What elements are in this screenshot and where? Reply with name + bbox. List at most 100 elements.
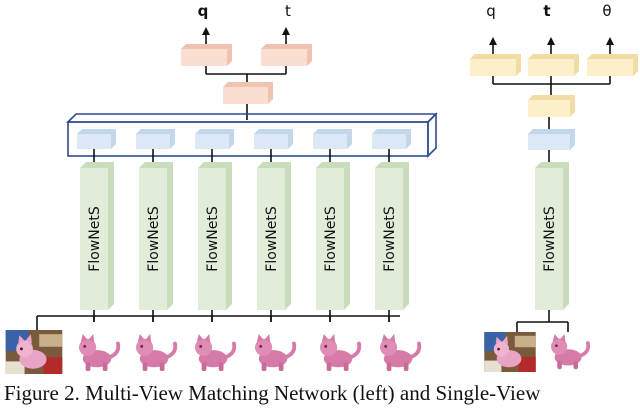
head-theta-right-face — [587, 59, 633, 76]
shared-fc-right — [528, 95, 575, 117]
feature-box-5 — [372, 129, 411, 149]
flownets-block-right — [535, 162, 569, 310]
kitten-render-icon-right — [549, 334, 591, 370]
feature-box-right-side — [570, 129, 575, 150]
flownets-label-0: FlowNetS — [87, 206, 103, 272]
shared-fc-right-side — [570, 95, 575, 117]
flownets-label-3: FlowNetS — [264, 206, 280, 272]
head-t-left-face — [261, 49, 307, 66]
flownets-block-3 — [257, 162, 291, 310]
flownets-block-5 — [375, 162, 409, 310]
flownets-block-2 — [198, 162, 232, 310]
flownets-block-3-top — [257, 162, 291, 168]
head-q-left-top — [181, 44, 232, 49]
feature-box-0 — [77, 129, 116, 149]
feature-box-3-top — [254, 129, 293, 134]
head-q-left-side — [227, 44, 232, 66]
feature-box-right — [528, 129, 575, 150]
head-q-right-top — [470, 54, 521, 59]
flownets-block-0-top — [80, 162, 114, 168]
flownets-label-5: FlowNetS — [382, 206, 398, 272]
flownets-label-4: FlowNetS — [323, 206, 339, 272]
flownets-label-2: FlowNetS — [205, 206, 221, 272]
feature-box-1 — [136, 129, 175, 149]
feature-box-3 — [254, 129, 293, 149]
feature-box-0-side — [111, 129, 116, 149]
feature-box-5-top — [372, 129, 411, 134]
feature-box-0-face — [77, 134, 111, 149]
concat-frame-side — [427, 112, 437, 158]
kitten-photo-icon-right — [484, 332, 536, 372]
feature-box-3-face — [254, 134, 288, 149]
kitten-render-icon-4 — [318, 334, 362, 372]
flownets-block-right-top — [535, 162, 569, 168]
head-theta-right-side — [633, 54, 638, 76]
flownets-block-3-face — [257, 168, 285, 310]
feature-box-3-side — [288, 129, 293, 149]
shared-fc-left — [223, 82, 273, 104]
flownets-block-4 — [316, 162, 350, 310]
feature-box-2-face — [195, 134, 229, 149]
flownets-block-4-top — [316, 162, 350, 168]
flownets-block-4-side — [344, 162, 350, 310]
head-theta-right-top — [587, 54, 638, 59]
kitten-render-icon-1 — [134, 334, 178, 372]
feature-box-4-face — [313, 134, 347, 149]
shared-fc-left-face — [223, 87, 268, 104]
output-q-right: q — [486, 2, 496, 20]
flownets-block-0-face — [80, 168, 108, 310]
flownets-block-5-face — [375, 168, 403, 310]
kitten-photo-icon — [5, 330, 63, 374]
feature-box-2-top — [195, 129, 234, 134]
flownets-block-1 — [139, 162, 173, 310]
figure-caption: Figure 2. Multi-View Matching Network (l… — [4, 381, 541, 405]
kitten-render-icon-0 — [77, 334, 121, 372]
flownets-label-1: FlowNetS — [146, 206, 162, 272]
flownets-block-2-top — [198, 162, 232, 168]
head-theta-right — [587, 54, 638, 76]
feature-box-5-face — [372, 134, 406, 149]
head-t-left-top — [261, 44, 312, 49]
arrow-theta-right-head — [606, 37, 614, 45]
output-q-left: q — [198, 2, 209, 20]
head-t-right-top — [528, 54, 579, 59]
head-q-right-face — [470, 59, 516, 76]
feature-box-right-face — [528, 134, 570, 150]
feature-box-4-top — [313, 129, 352, 134]
kitten-render-icon-5 — [378, 334, 422, 372]
shared-fc-right-top — [528, 95, 575, 100]
flownets-block-1-top — [139, 162, 173, 168]
output-t-left: t — [285, 2, 291, 20]
head-t-right-face — [528, 59, 574, 76]
flownets-block-4-face — [316, 168, 344, 310]
arrow-q-left-head — [202, 27, 210, 35]
output-t-right: t — [543, 2, 550, 20]
kitten-render-icon-3 — [253, 334, 297, 372]
arrow-q-right-head — [489, 37, 497, 45]
feature-box-5-side — [406, 129, 411, 149]
feature-box-2 — [195, 129, 234, 149]
flownets-block-5-top — [375, 162, 409, 168]
flownets-block-1-side — [167, 162, 173, 310]
head-t-left-side — [307, 44, 312, 66]
flownets-block-2-side — [226, 162, 232, 310]
shared-fc-right-face — [528, 100, 570, 117]
arrow-t-left-head — [282, 27, 290, 35]
flownets-block-5-side — [403, 162, 409, 310]
shared-fc-left-top — [223, 82, 273, 87]
head-t-right — [528, 54, 579, 76]
feature-box-0-top — [77, 129, 116, 134]
arrow-t-right-head — [547, 37, 555, 45]
head-q-right-side — [516, 54, 521, 76]
shared-fc-left-side — [268, 82, 273, 104]
flownets-block-1-face — [139, 168, 167, 310]
feature-box-1-top — [136, 129, 175, 134]
head-q-left-face — [181, 49, 227, 66]
flownets-block-3-side — [285, 162, 291, 310]
feature-box-right-top — [528, 129, 575, 134]
concat-frame-top — [66, 113, 438, 123]
head-q-left — [181, 44, 232, 66]
